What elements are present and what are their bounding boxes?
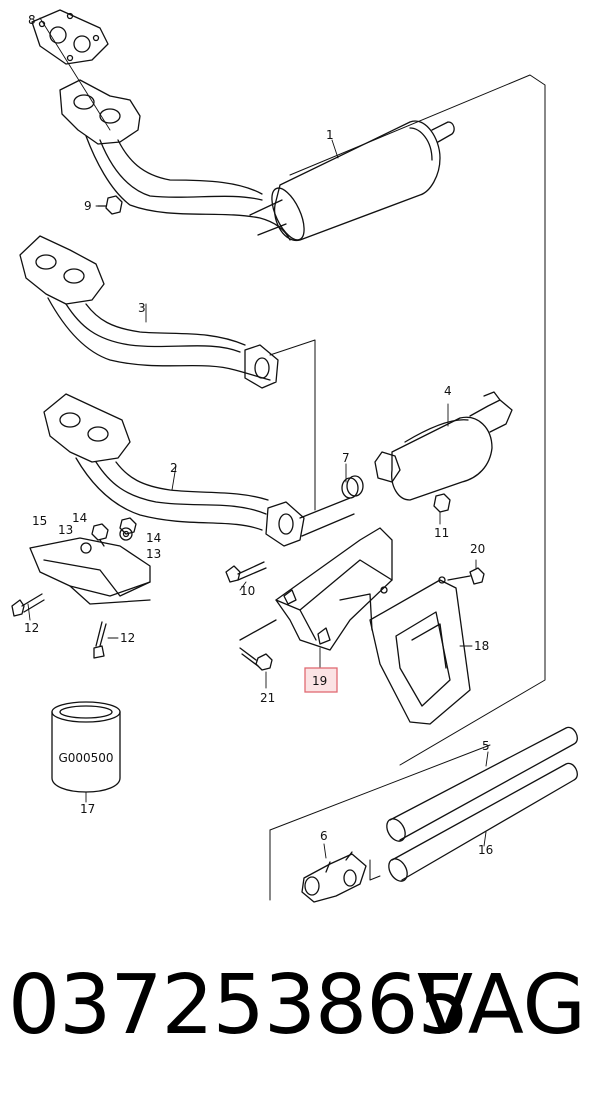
callout-18: 18 xyxy=(474,639,489,653)
bracket-part-18 xyxy=(369,576,471,725)
callout-14b: 14 xyxy=(146,531,161,545)
callout-7: 7 xyxy=(342,451,350,465)
exhaust-system-diagram: G000500 8 1 9 3 4 7 2 11 15 14 14 13 13 … xyxy=(11,9,578,903)
callout-21: 21 xyxy=(260,691,275,705)
callout-13a: 13 xyxy=(58,523,73,537)
muffler-part-1 xyxy=(249,120,455,241)
callout-16: 16 xyxy=(478,843,493,857)
callout-3: 3 xyxy=(138,301,146,315)
bolt-part-20 xyxy=(447,567,485,585)
callout-numbers: 8 1 9 3 4 7 2 11 15 14 14 13 13 20 10 12… xyxy=(24,13,493,857)
can-label: G000500 xyxy=(58,751,113,765)
leader-lines xyxy=(27,17,489,859)
sealant-can-part-17 xyxy=(51,701,121,793)
callout-4: 4 xyxy=(444,384,452,398)
front-pipe-part-3 xyxy=(19,235,279,389)
nut-part-11 xyxy=(433,493,451,513)
callout-14a: 14 xyxy=(72,511,87,525)
callout-17: 17 xyxy=(80,802,95,816)
gasket-part-8 xyxy=(31,9,109,65)
callout-11: 11 xyxy=(434,526,449,540)
callout-13b: 13 xyxy=(146,547,161,561)
manifold-flange-upper xyxy=(59,79,291,241)
callout-5: 5 xyxy=(482,739,490,753)
callout-19: 19 xyxy=(312,674,327,688)
brand-name: VAG xyxy=(416,958,586,1053)
callout-8: 8 xyxy=(28,13,36,27)
ring-part-7 xyxy=(341,475,364,499)
clamp-part-6 xyxy=(301,851,367,903)
nut-part-9 xyxy=(97,195,123,215)
callout-12b: 12 xyxy=(120,631,135,645)
pipe-part-16 xyxy=(388,762,578,882)
bracket-part-19 xyxy=(239,527,393,651)
front-pipe-part-2 xyxy=(43,393,355,547)
bolt-part-21 xyxy=(239,647,273,671)
callout-2: 2 xyxy=(170,461,178,475)
frame-lines xyxy=(269,74,546,901)
callout-15: 15 xyxy=(32,514,47,528)
callout-6: 6 xyxy=(320,829,328,843)
part-number: 037253865 xyxy=(8,958,470,1053)
heat-shield-part-15 xyxy=(29,517,151,605)
callout-10: 10 xyxy=(240,584,255,598)
pipe-part-5 xyxy=(386,726,578,842)
catalytic-converter-part-4 xyxy=(374,391,513,501)
callout-12a: 12 xyxy=(24,621,39,635)
callout-1: 1 xyxy=(326,128,334,142)
highlight-box xyxy=(304,667,338,693)
callout-9: 9 xyxy=(84,199,92,213)
bolt-part-12 xyxy=(11,593,107,659)
callout-20: 20 xyxy=(470,542,485,556)
bolt-part-10 xyxy=(225,561,267,583)
